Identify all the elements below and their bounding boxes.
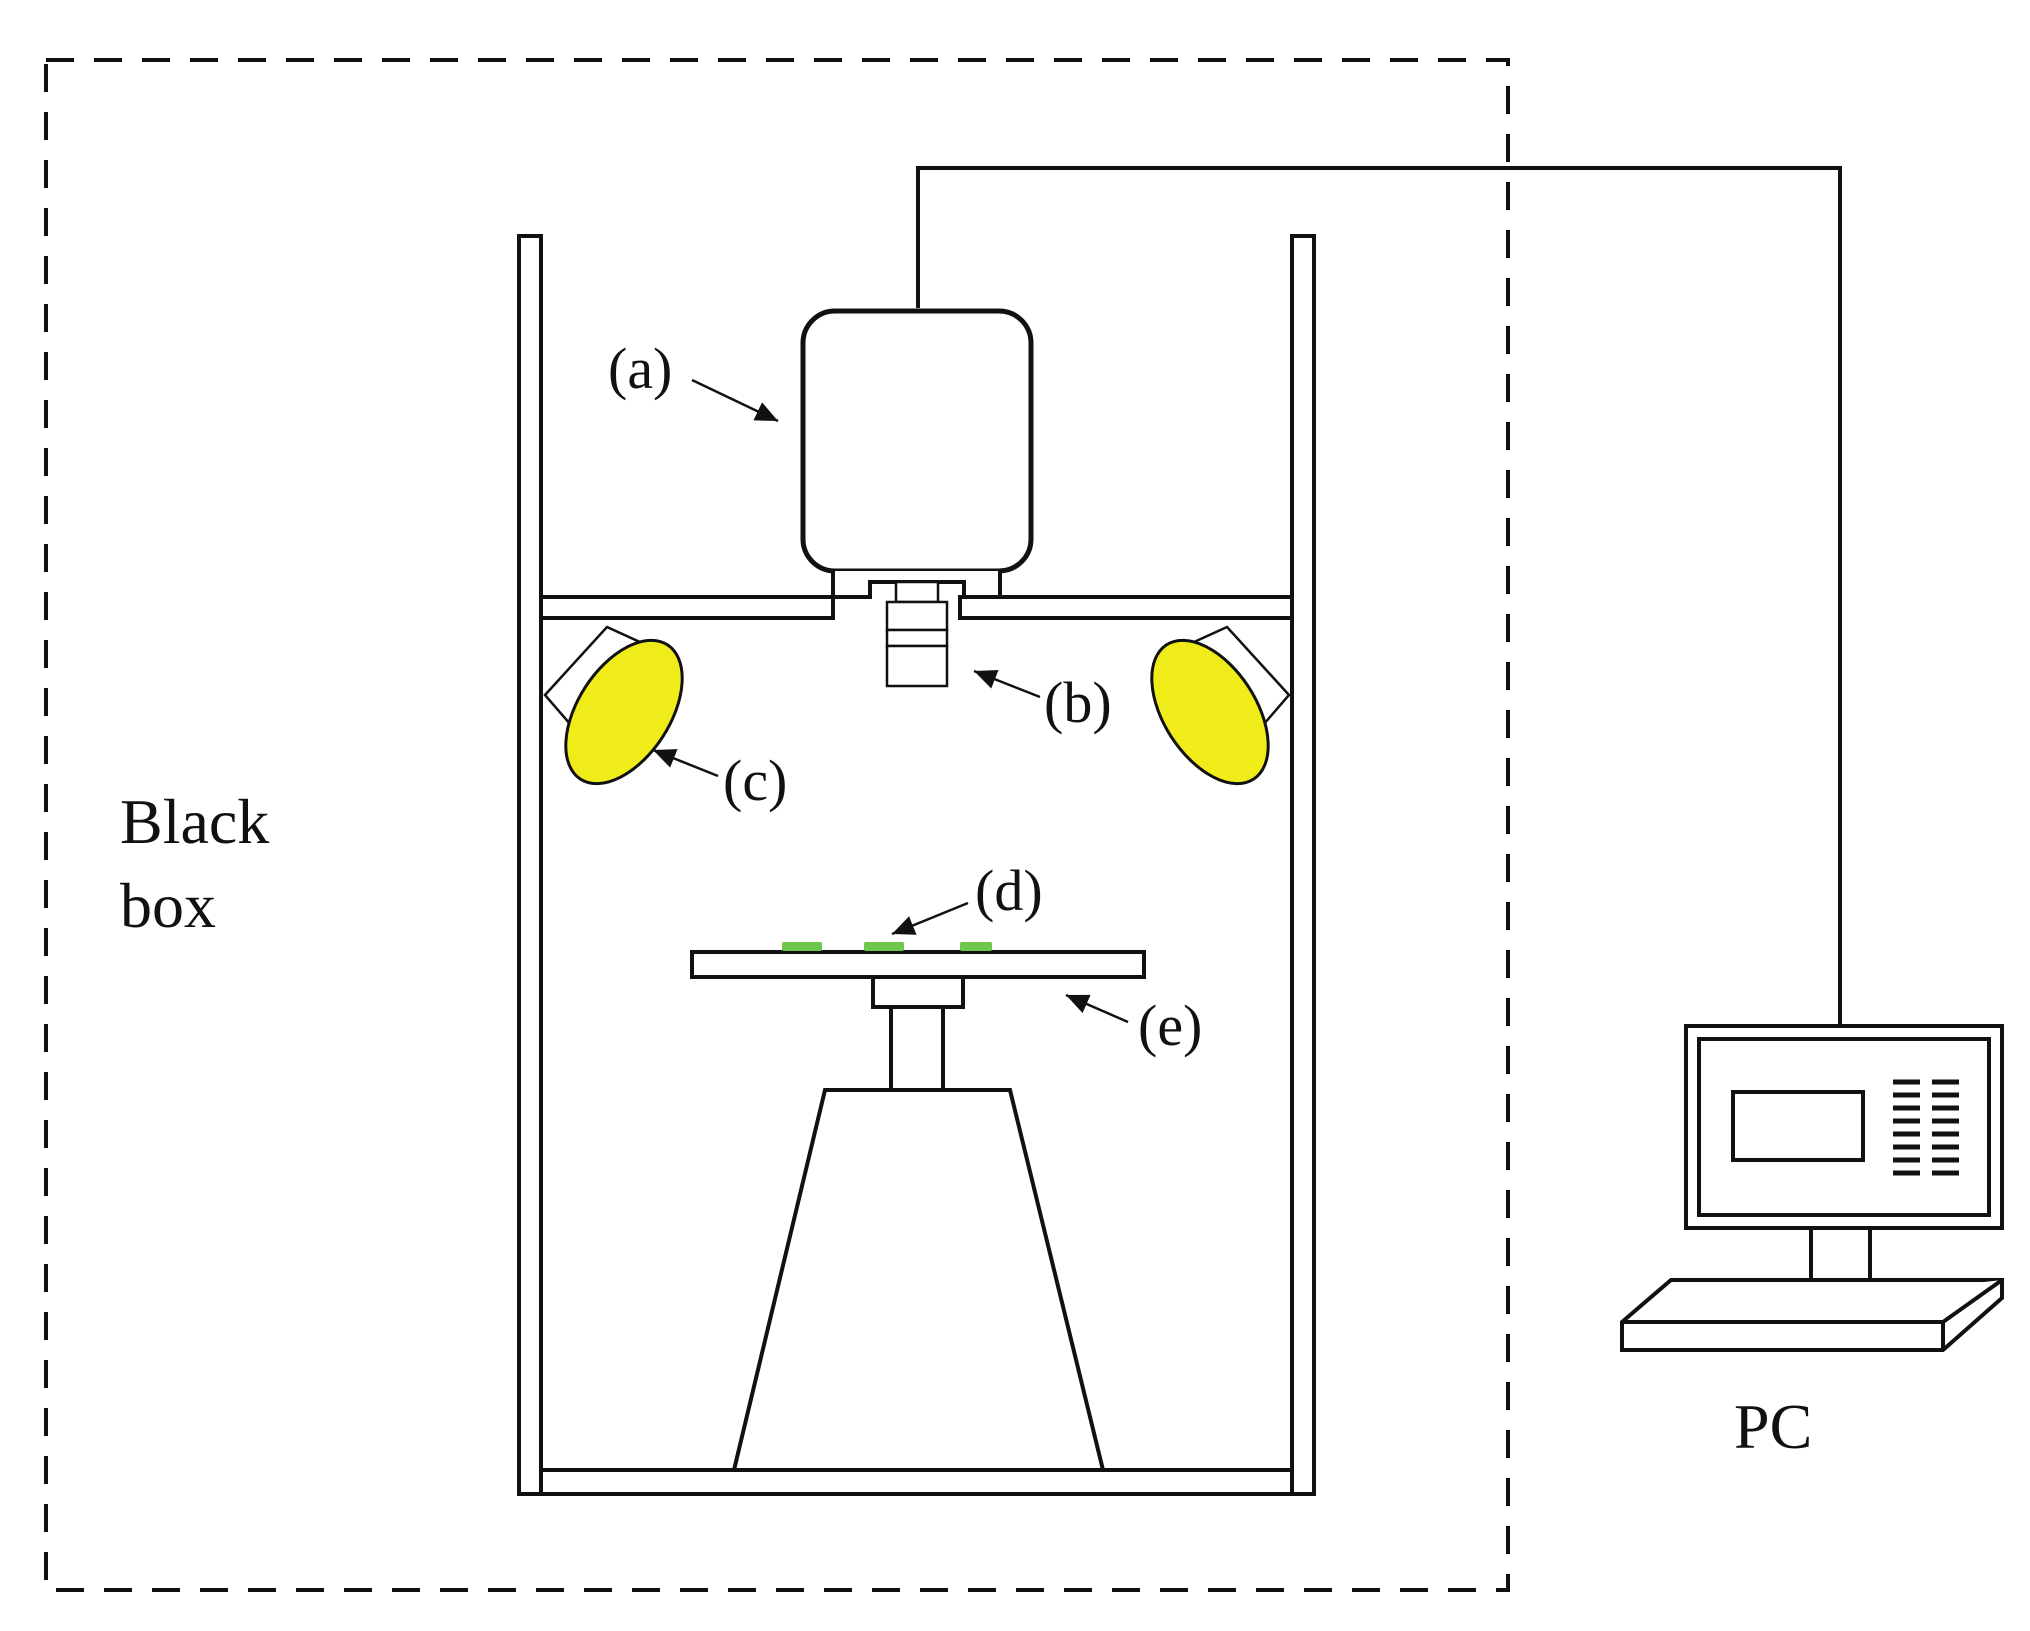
screen-window — [1731, 1090, 1865, 1162]
arrow-e — [1065, 993, 1129, 1024]
arrow-b — [973, 669, 1041, 699]
support-frame — [517, 234, 1316, 1496]
black-box-boundary — [44, 58, 1510, 1592]
lens-icon — [885, 580, 949, 688]
sample-2 — [864, 942, 904, 951]
label-e: (e) — [1138, 993, 1202, 1058]
lamp-right-icon — [1150, 625, 1291, 786]
label-b: (b) — [1044, 670, 1112, 735]
frame-right-post — [1290, 234, 1316, 1496]
stage-base — [731, 1088, 1106, 1472]
label-d: (d) — [975, 858, 1043, 923]
label-a: (a) — [608, 336, 672, 401]
arrow-c — [652, 748, 719, 778]
black-box-label-line2: box — [120, 870, 216, 941]
stage-column — [889, 1005, 945, 1092]
black-box-label-line1: Black — [120, 786, 269, 857]
computer-icon — [1620, 1024, 2004, 1352]
frame-shelf — [539, 595, 1294, 620]
label-c: (c) — [723, 748, 787, 813]
pc-label: PC — [1734, 1391, 1812, 1462]
sample-stage — [690, 950, 1146, 1472]
frame-bottom-bar — [539, 1468, 1294, 1496]
camera-body-icon — [800, 308, 1034, 599]
lamp-left-icon — [543, 625, 684, 786]
samples — [782, 942, 992, 951]
sample-1 — [782, 942, 822, 951]
arrow-a — [691, 378, 779, 423]
vent-lines — [1893, 1079, 1959, 1176]
stage-plate — [690, 950, 1146, 979]
camera-pc-cable — [916, 166, 1842, 1026]
stage-collar — [871, 975, 965, 1009]
pointer-arrows — [652, 378, 1129, 1024]
sample-3 — [960, 942, 992, 951]
arrow-d — [891, 901, 969, 936]
frame-left-post — [517, 234, 543, 1496]
